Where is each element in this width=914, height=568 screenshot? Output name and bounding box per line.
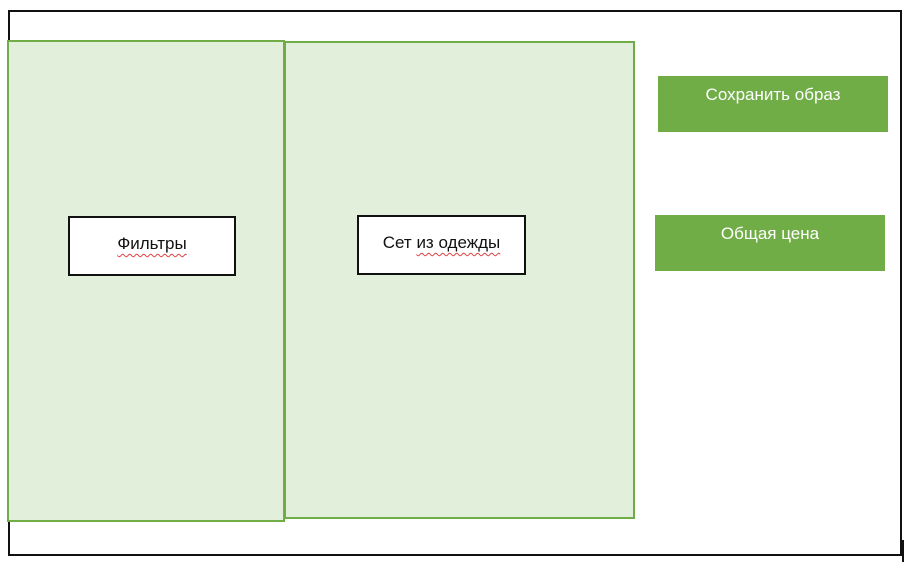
frame-corner-mark xyxy=(902,540,904,562)
total-price-button[interactable]: Общая цена xyxy=(655,215,885,271)
outfit-set-label-word1: Сет xyxy=(382,233,412,252)
outfit-set-label-box: Сет из одежды xyxy=(357,215,526,275)
filters-panel[interactable] xyxy=(7,40,285,522)
outfit-set-panel[interactable] xyxy=(284,41,635,519)
save-outfit-button-label: Сохранить образ xyxy=(705,85,841,104)
total-price-button-label: Общая цена xyxy=(720,224,820,243)
outfit-set-label-word2: из одежды xyxy=(416,233,501,252)
filters-label: Фильтры xyxy=(117,234,187,253)
filters-label-box: Фильтры xyxy=(68,216,236,276)
save-outfit-button[interactable]: Сохранить образ xyxy=(658,76,888,132)
